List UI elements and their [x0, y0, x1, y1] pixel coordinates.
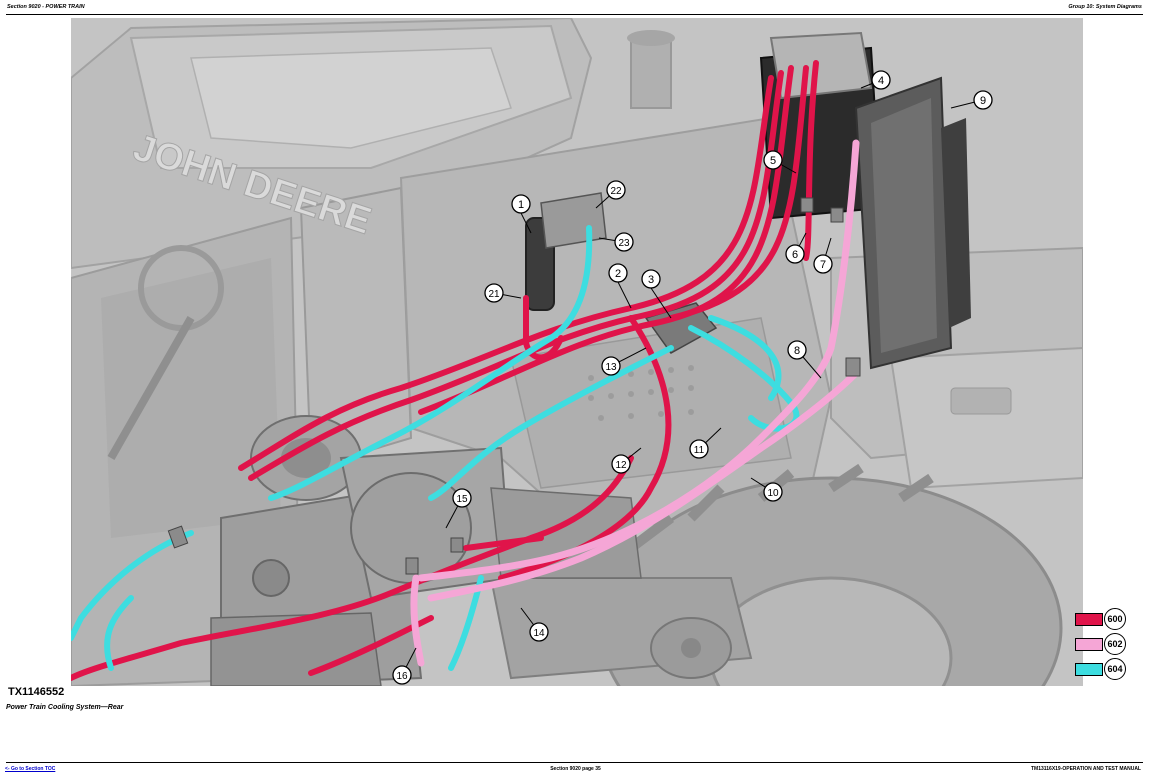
callout-6: 6 [785, 232, 807, 264]
svg-text:23: 23 [618, 238, 630, 249]
svg-text:16: 16 [396, 671, 408, 682]
svg-text:15: 15 [456, 494, 468, 505]
callout-23: 23 [598, 232, 634, 252]
footer-rule [6, 762, 1143, 763]
callout-13: 13 [601, 347, 647, 376]
svg-text:8: 8 [794, 345, 800, 357]
svg-text:4: 4 [878, 75, 884, 87]
callout-11: 11 [689, 427, 722, 459]
svg-text:2: 2 [615, 268, 621, 280]
power-train-cooling-diagram: JOHN DEERE [71, 18, 1083, 686]
callout-12: 12 [611, 447, 642, 474]
svg-text:1: 1 [518, 199, 524, 211]
svg-text:6: 6 [792, 249, 798, 261]
figure-id: TX1146552 [8, 686, 65, 698]
page-number: Section 9020 page 35 [550, 766, 601, 772]
legend-code-600: 600 [1104, 608, 1126, 630]
section-toc-link[interactable]: <- Go to Section TOC [5, 766, 56, 772]
svg-text:10: 10 [767, 488, 779, 499]
callout-9: 9 [950, 90, 993, 110]
svg-text:13: 13 [605, 362, 617, 373]
callout-5: 5 [763, 150, 797, 174]
callout-10: 10 [750, 477, 783, 502]
legend-swatch-602 [1075, 638, 1103, 651]
callout-15: 15 [445, 488, 472, 529]
svg-text:3: 3 [648, 274, 654, 286]
callout-21: 21 [484, 283, 522, 303]
svg-text:21: 21 [488, 289, 500, 300]
callout-22: 22 [595, 180, 626, 209]
callout-7: 7 [813, 237, 833, 274]
legend-code-604: 604 [1104, 658, 1126, 680]
svg-text:22: 22 [610, 186, 622, 197]
callout-2: 2 [608, 263, 632, 309]
callout-3: 3 [641, 269, 672, 319]
hoses-602 [410, 139, 860, 667]
callout-14: 14 [520, 607, 549, 642]
legend-swatch-604 [1075, 663, 1103, 676]
axle-housing [489, 577, 753, 680]
callout-1: 1 [511, 194, 532, 234]
callout-8: 8 [787, 340, 822, 379]
group-header: Group 10: System Diagrams [1068, 4, 1142, 10]
svg-text:14: 14 [533, 628, 545, 639]
svg-text:11: 11 [694, 445, 705, 456]
section-header: Section 9020 - POWER TRAIN [7, 4, 85, 10]
callout-labels: 1 2 3 4 5 6 7 8 9 10 11 12 13 14 15 16 2… [392, 70, 993, 685]
legend-code-602: 602 [1104, 633, 1126, 655]
svg-text:9: 9 [980, 95, 986, 107]
manual-title: TM13116X19-OPERATION AND TEST MANUAL [1030, 766, 1141, 772]
callout-4: 4 [860, 70, 891, 90]
callout-16: 16 [392, 647, 417, 685]
svg-text:7: 7 [820, 259, 826, 271]
header-rule [6, 14, 1143, 15]
hoses-600 [71, 60, 819, 681]
figure-caption: Power Train Cooling System—Rear [6, 704, 124, 711]
svg-text:5: 5 [770, 155, 776, 167]
svg-text:12: 12 [615, 460, 627, 471]
legend-swatch-600 [1075, 613, 1103, 626]
